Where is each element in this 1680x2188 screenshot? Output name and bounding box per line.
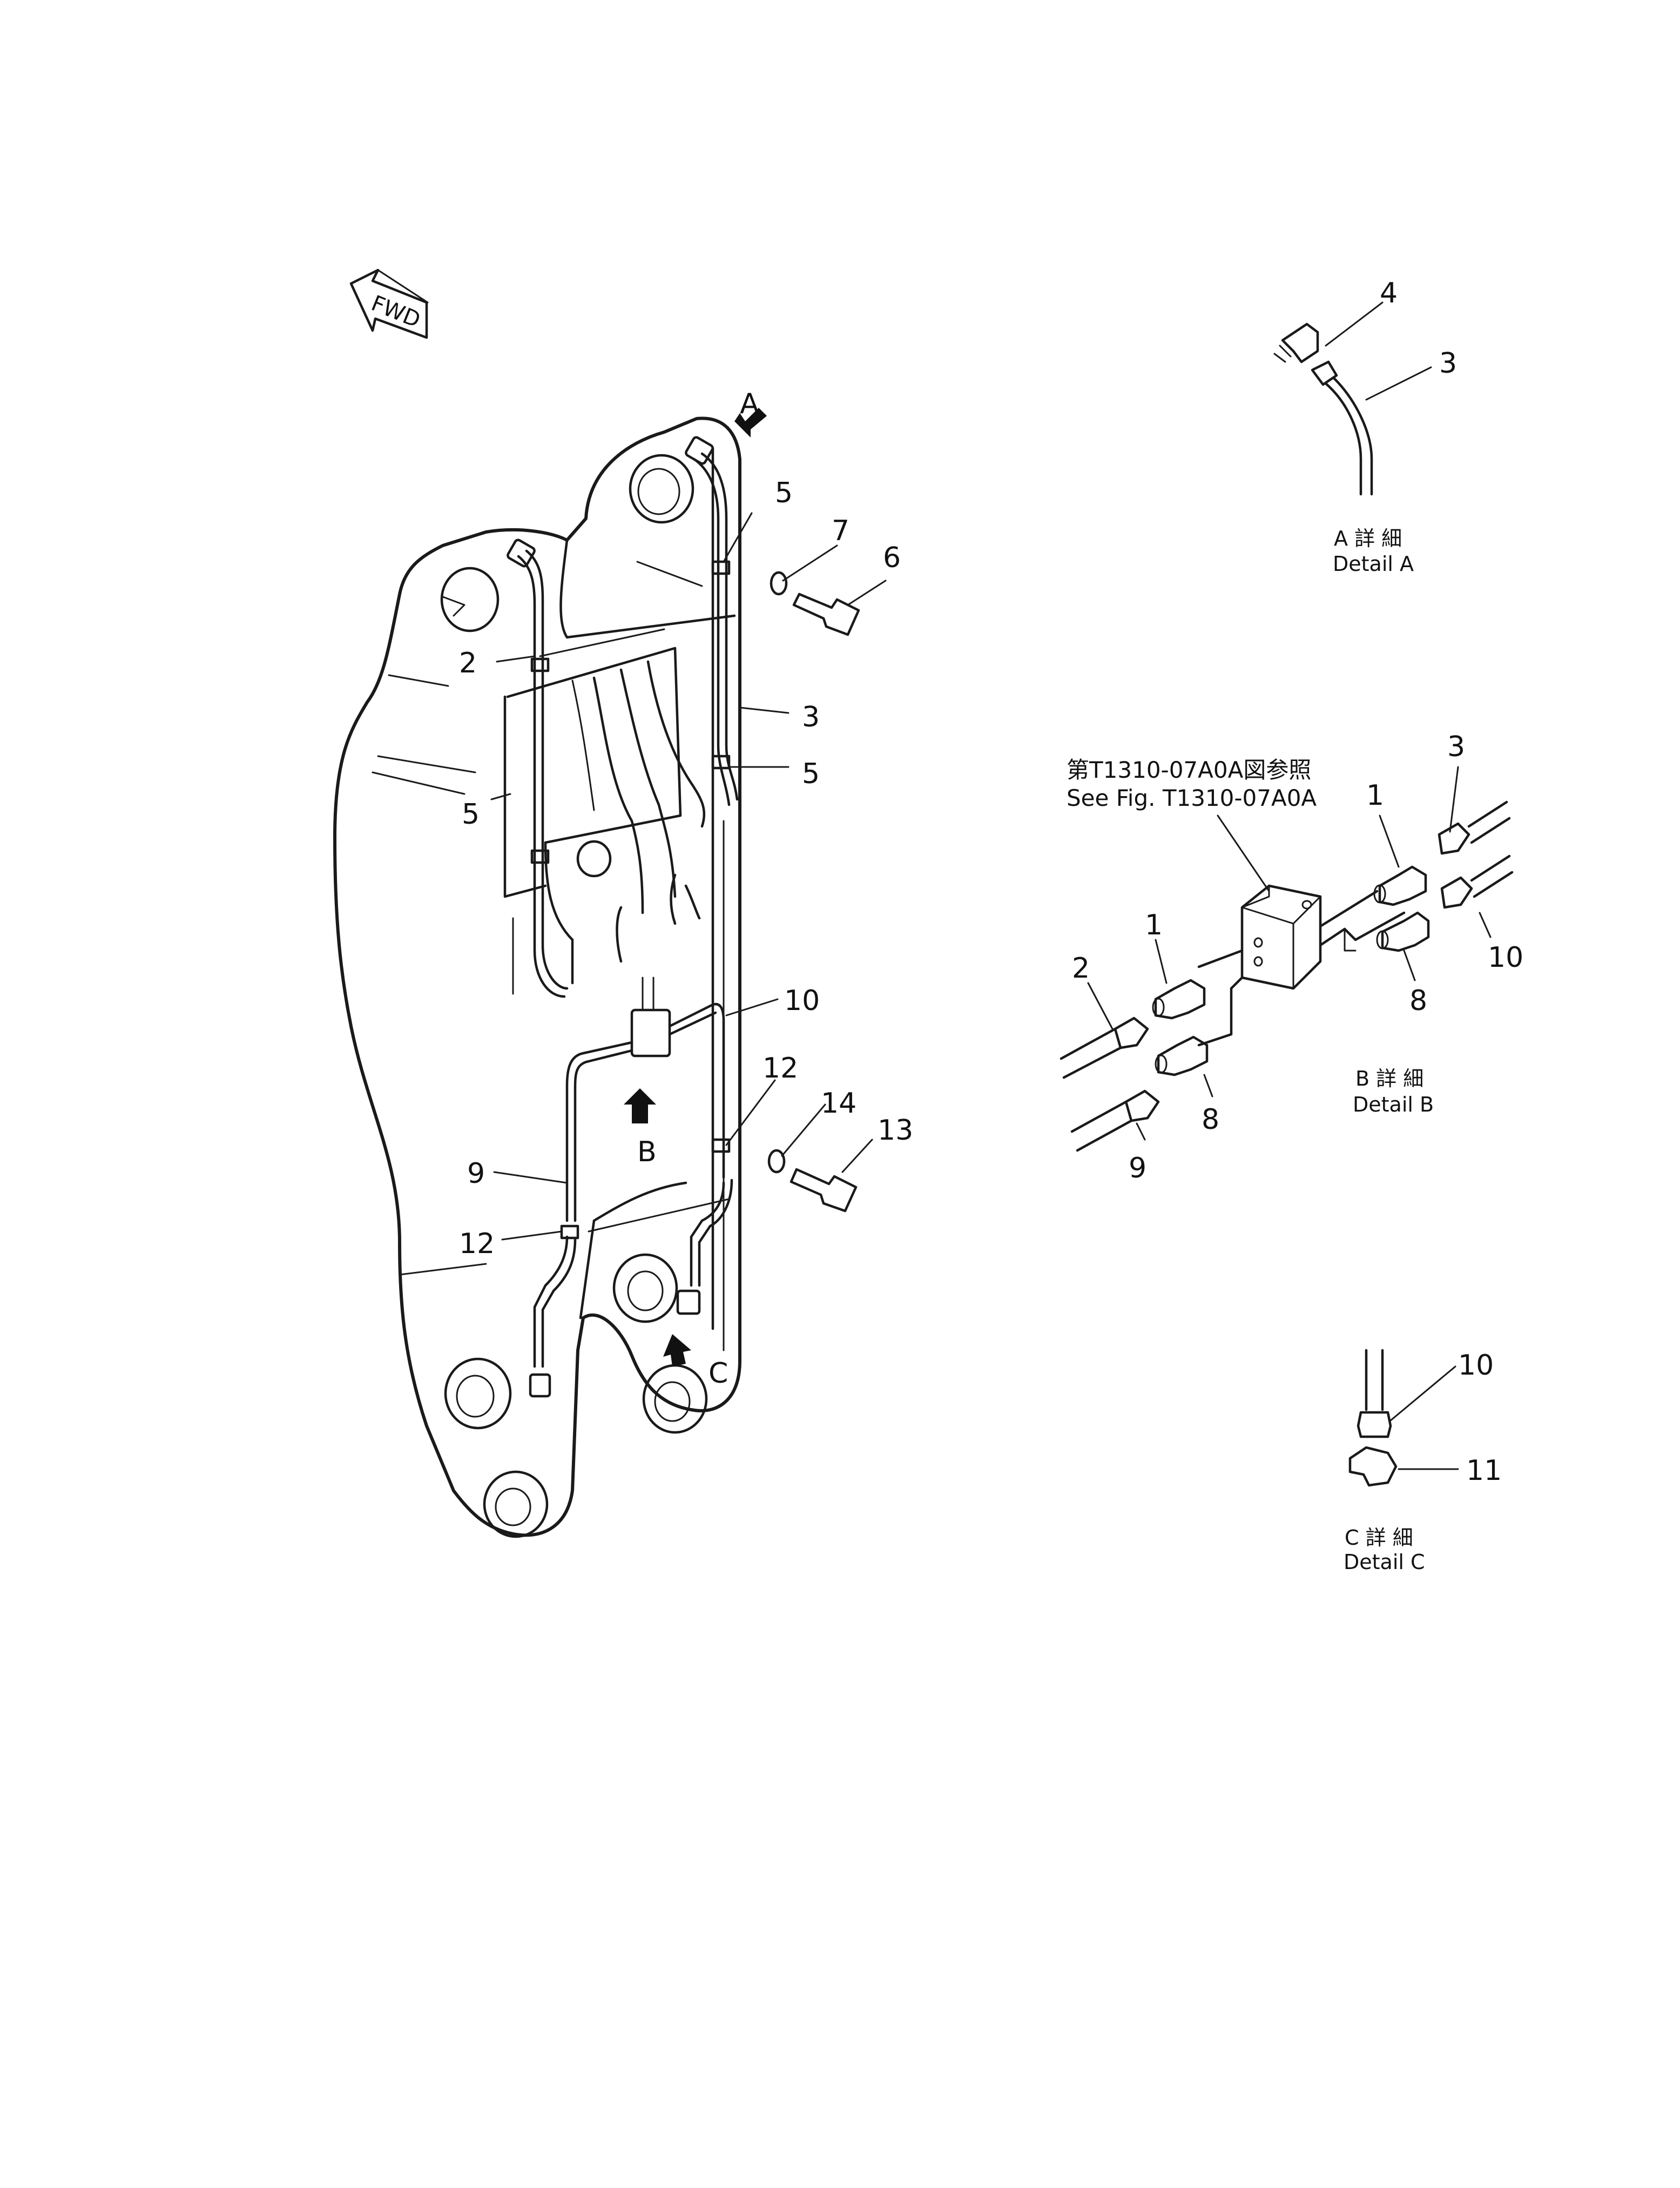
detail-a-caption-en: Detail A <box>1333 552 1414 576</box>
detail-b: 第T1310-07A0A図参照 See Fig. T1310-07A0A <box>1060 731 1523 1184</box>
detail-b-label-10: 10 <box>1488 941 1523 974</box>
hydraulic-lines <box>507 436 739 1398</box>
label-10: 10 <box>784 985 820 1017</box>
detail-b-label-2: 2 <box>1072 952 1090 985</box>
detail-a-caption-jp: A 詳 細 <box>1334 527 1402 550</box>
leader-lines <box>490 512 887 1241</box>
detail-c-label-10: 10 <box>1458 1349 1494 1382</box>
view-letter-b: B <box>637 1136 657 1168</box>
label-5-left: 5 <box>462 798 480 831</box>
detail-a-label-3: 3 <box>1439 347 1457 380</box>
detail-c: 10 11 C 詳 細 Detail C <box>1344 1349 1502 1574</box>
detail-b-ref-en: See Fig. T1310-07A0A <box>1067 785 1317 811</box>
fwd-arrow-icon: FWD <box>349 268 429 339</box>
detail-c-caption-jp: C 詳 細 <box>1345 1526 1413 1550</box>
label-7: 7 <box>832 515 849 547</box>
label-5-top: 5 <box>775 477 793 509</box>
detail-c-caption-en: Detail C <box>1344 1550 1425 1574</box>
view-arrow-c-icon <box>663 1334 691 1366</box>
label-2: 2 <box>459 647 477 679</box>
detail-a-label-4: 4 <box>1380 277 1398 309</box>
detail-b-label-9: 9 <box>1129 1152 1146 1184</box>
label-5-right: 5 <box>802 758 820 790</box>
detail-b-label-8-left: 8 <box>1202 1103 1219 1136</box>
detail-b-label-8-right: 8 <box>1409 985 1427 1017</box>
label-14: 14 <box>821 1087 856 1120</box>
label-6: 6 <box>883 542 901 574</box>
bolt-item-13 <box>767 1149 858 1213</box>
detail-b-label-1-right: 1 <box>1366 779 1384 812</box>
view-letter-c: C <box>709 1357 728 1390</box>
label-13: 13 <box>878 1114 913 1147</box>
detail-a: 4 3 A 詳 細 Detail A <box>1273 277 1457 576</box>
view-arrow-a-icon <box>734 408 767 437</box>
label-12-left: 12 <box>459 1228 495 1260</box>
bolt-item-6 <box>770 571 860 636</box>
detail-b-ref-jp: 第T1310-07A0A図参照 <box>1067 757 1311 783</box>
detail-b-caption-en: Detail B <box>1353 1093 1434 1116</box>
view-arrow-b-icon <box>624 1088 656 1123</box>
detail-b-label-1-left: 1 <box>1145 909 1163 941</box>
detail-c-label-11: 11 <box>1466 1455 1502 1487</box>
detail-b-label-3: 3 <box>1447 731 1465 763</box>
arm-structure <box>333 416 741 1538</box>
label-9: 9 <box>467 1157 485 1190</box>
detail-b-caption-jp: B 詳 細 <box>1355 1067 1423 1090</box>
label-12-right: 12 <box>763 1052 798 1085</box>
label-3: 3 <box>802 701 820 733</box>
main-labels: A B C 5 7 6 2 3 5 5 10 12 14 13 9 12 <box>459 388 913 1390</box>
view-letter-a: A <box>740 388 759 420</box>
